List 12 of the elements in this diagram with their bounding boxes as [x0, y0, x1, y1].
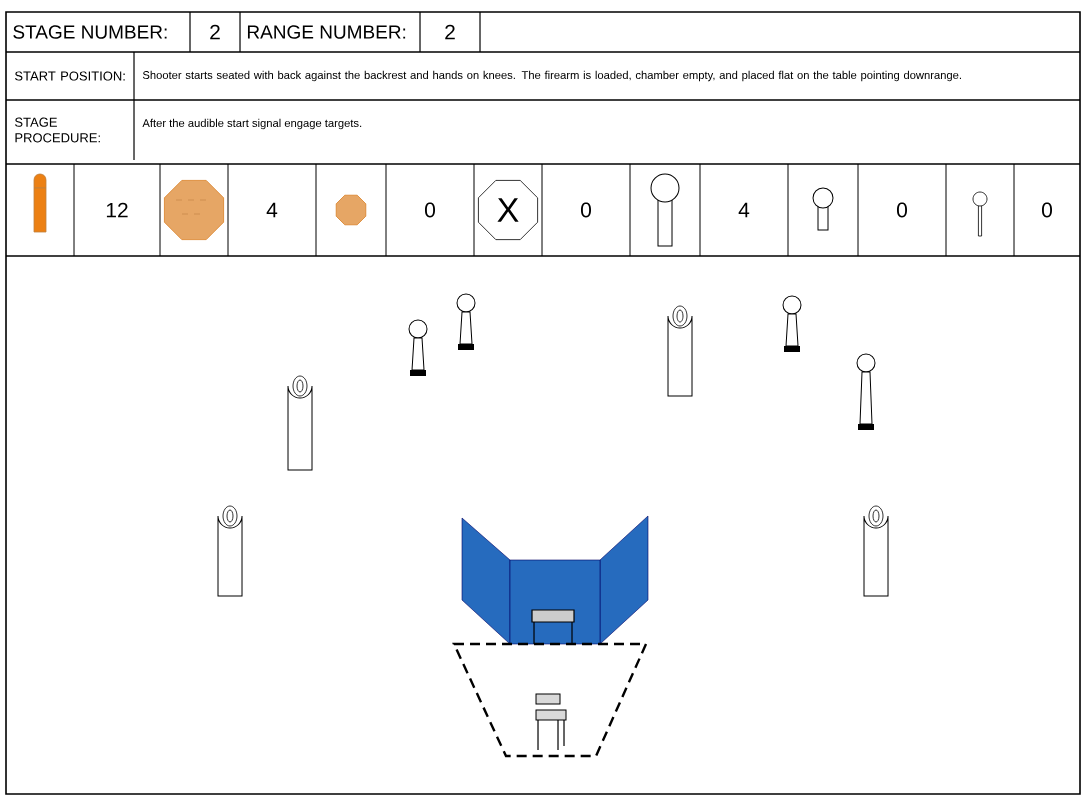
header-label: RANGE NUMBER: — [248, 25, 406, 39]
target-count: 0 — [425, 202, 435, 218]
header-label: STAGE NUMBER: — [13, 25, 167, 39]
target-count: 0 — [897, 202, 907, 218]
target-count: 0 — [581, 202, 591, 218]
no-shoot-mark: X — [497, 198, 519, 222]
stage-number: 2 — [210, 24, 220, 40]
target-count: 12 — [106, 202, 128, 218]
target-count: 4 — [738, 202, 750, 218]
range-number: 2 — [445, 24, 455, 40]
target-count: 0 — [1042, 202, 1052, 218]
target-count: 4 — [266, 202, 278, 218]
